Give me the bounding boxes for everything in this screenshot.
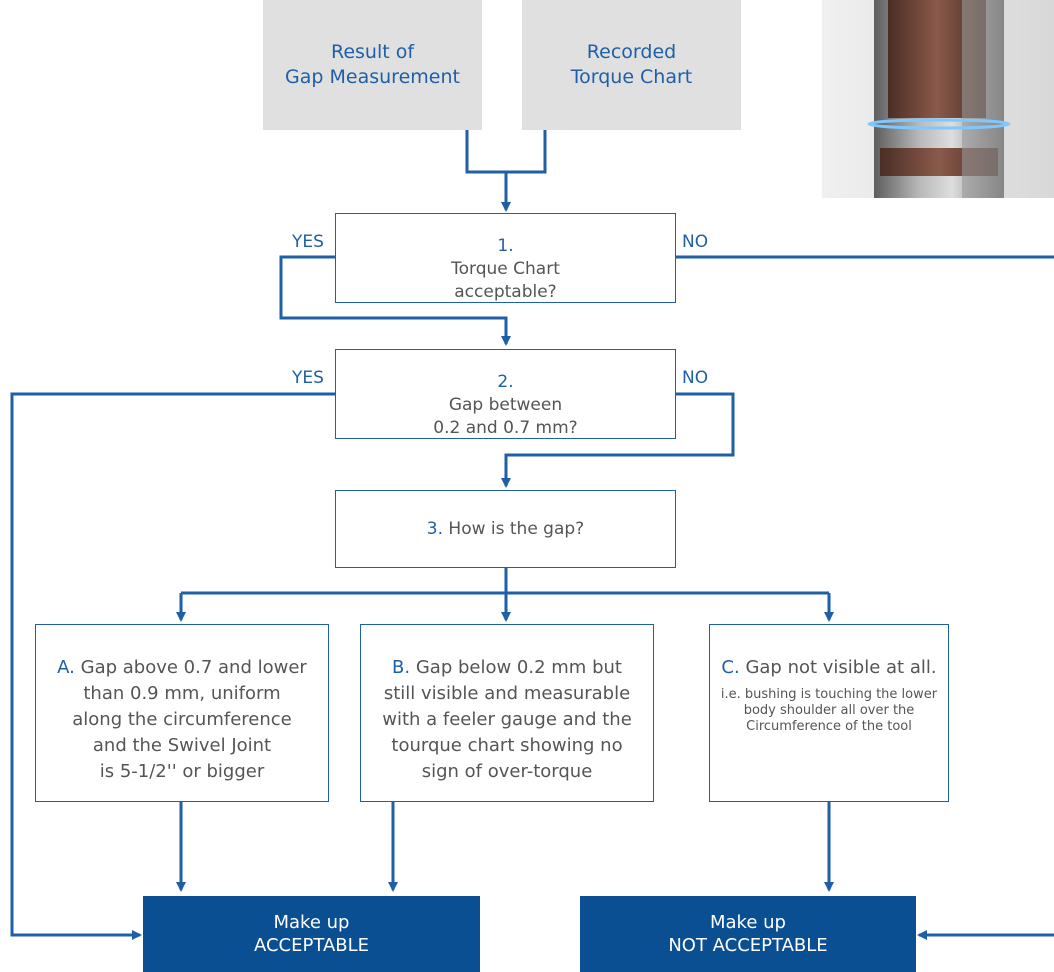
step2-text: Gap between 0.2 and 0.7 mm?: [433, 395, 578, 438]
source-gap-measurement: Result of Gap Measurement: [263, 0, 482, 130]
option-b-box: B. Gap below 0.2 mm but still visible an…: [360, 624, 654, 802]
source-gap-text: Result of Gap Measurement: [285, 41, 460, 88]
option-c-box: C. Gap not visible at all. i.e. bushing …: [709, 624, 949, 802]
step2-no-label: NO: [682, 368, 709, 388]
step1-decision: 1. Torque Chart acceptable?: [335, 213, 676, 303]
step2-yes-arrow: [10, 392, 335, 940]
option-b-text: Gap below 0.2 mm but still visible and m…: [382, 657, 632, 782]
step2-no-arrow: [501, 392, 735, 488]
tool-photo: [822, 0, 1054, 198]
step2-yes-label: YES: [292, 368, 324, 388]
option-a-letter: A.: [57, 657, 75, 678]
step3-number: 3.: [426, 518, 443, 539]
option-b-letter: B.: [392, 657, 411, 678]
option-c-text: Gap not visible at all.: [745, 657, 937, 678]
option-c-letter: C.: [721, 657, 740, 678]
merge-connector: [465, 130, 547, 174]
step1-no-label: NO: [682, 232, 709, 252]
step3-text: How is the gap?: [448, 518, 585, 539]
option-a-box: A. Gap above 0.7 and lower than 0.9 mm, …: [35, 624, 329, 802]
result-acceptable: Make up ACCEPTABLE: [143, 896, 480, 972]
result-acceptable-text: Make up ACCEPTABLE: [253, 912, 370, 956]
result-not-acceptable-text: Make up NOT ACCEPTABLE: [668, 912, 828, 956]
step3-question: 3. How is the gap?: [335, 490, 676, 568]
step1-yes-arrow: [279, 255, 511, 346]
tool-photo-graphic: [822, 0, 1054, 198]
result-not-acceptable: Make up NOT ACCEPTABLE: [580, 896, 916, 972]
source-torque-chart: Recorded Torque Chart: [522, 0, 741, 130]
step2-number: 2.: [497, 372, 514, 392]
source-torque-text: Recorded Torque Chart: [570, 41, 693, 88]
step2-decision: 2. Gap between 0.2 and 0.7 mm?: [335, 349, 676, 439]
step1-yes-label: YES: [292, 232, 324, 252]
option-a-text: Gap above 0.7 and lower than 0.9 mm, uni…: [72, 657, 307, 782]
step1-number: 1.: [497, 236, 514, 256]
option-c-note: i.e. bushing is touching the lower body …: [720, 687, 938, 734]
step1-text: Torque Chart acceptable?: [451, 259, 560, 302]
